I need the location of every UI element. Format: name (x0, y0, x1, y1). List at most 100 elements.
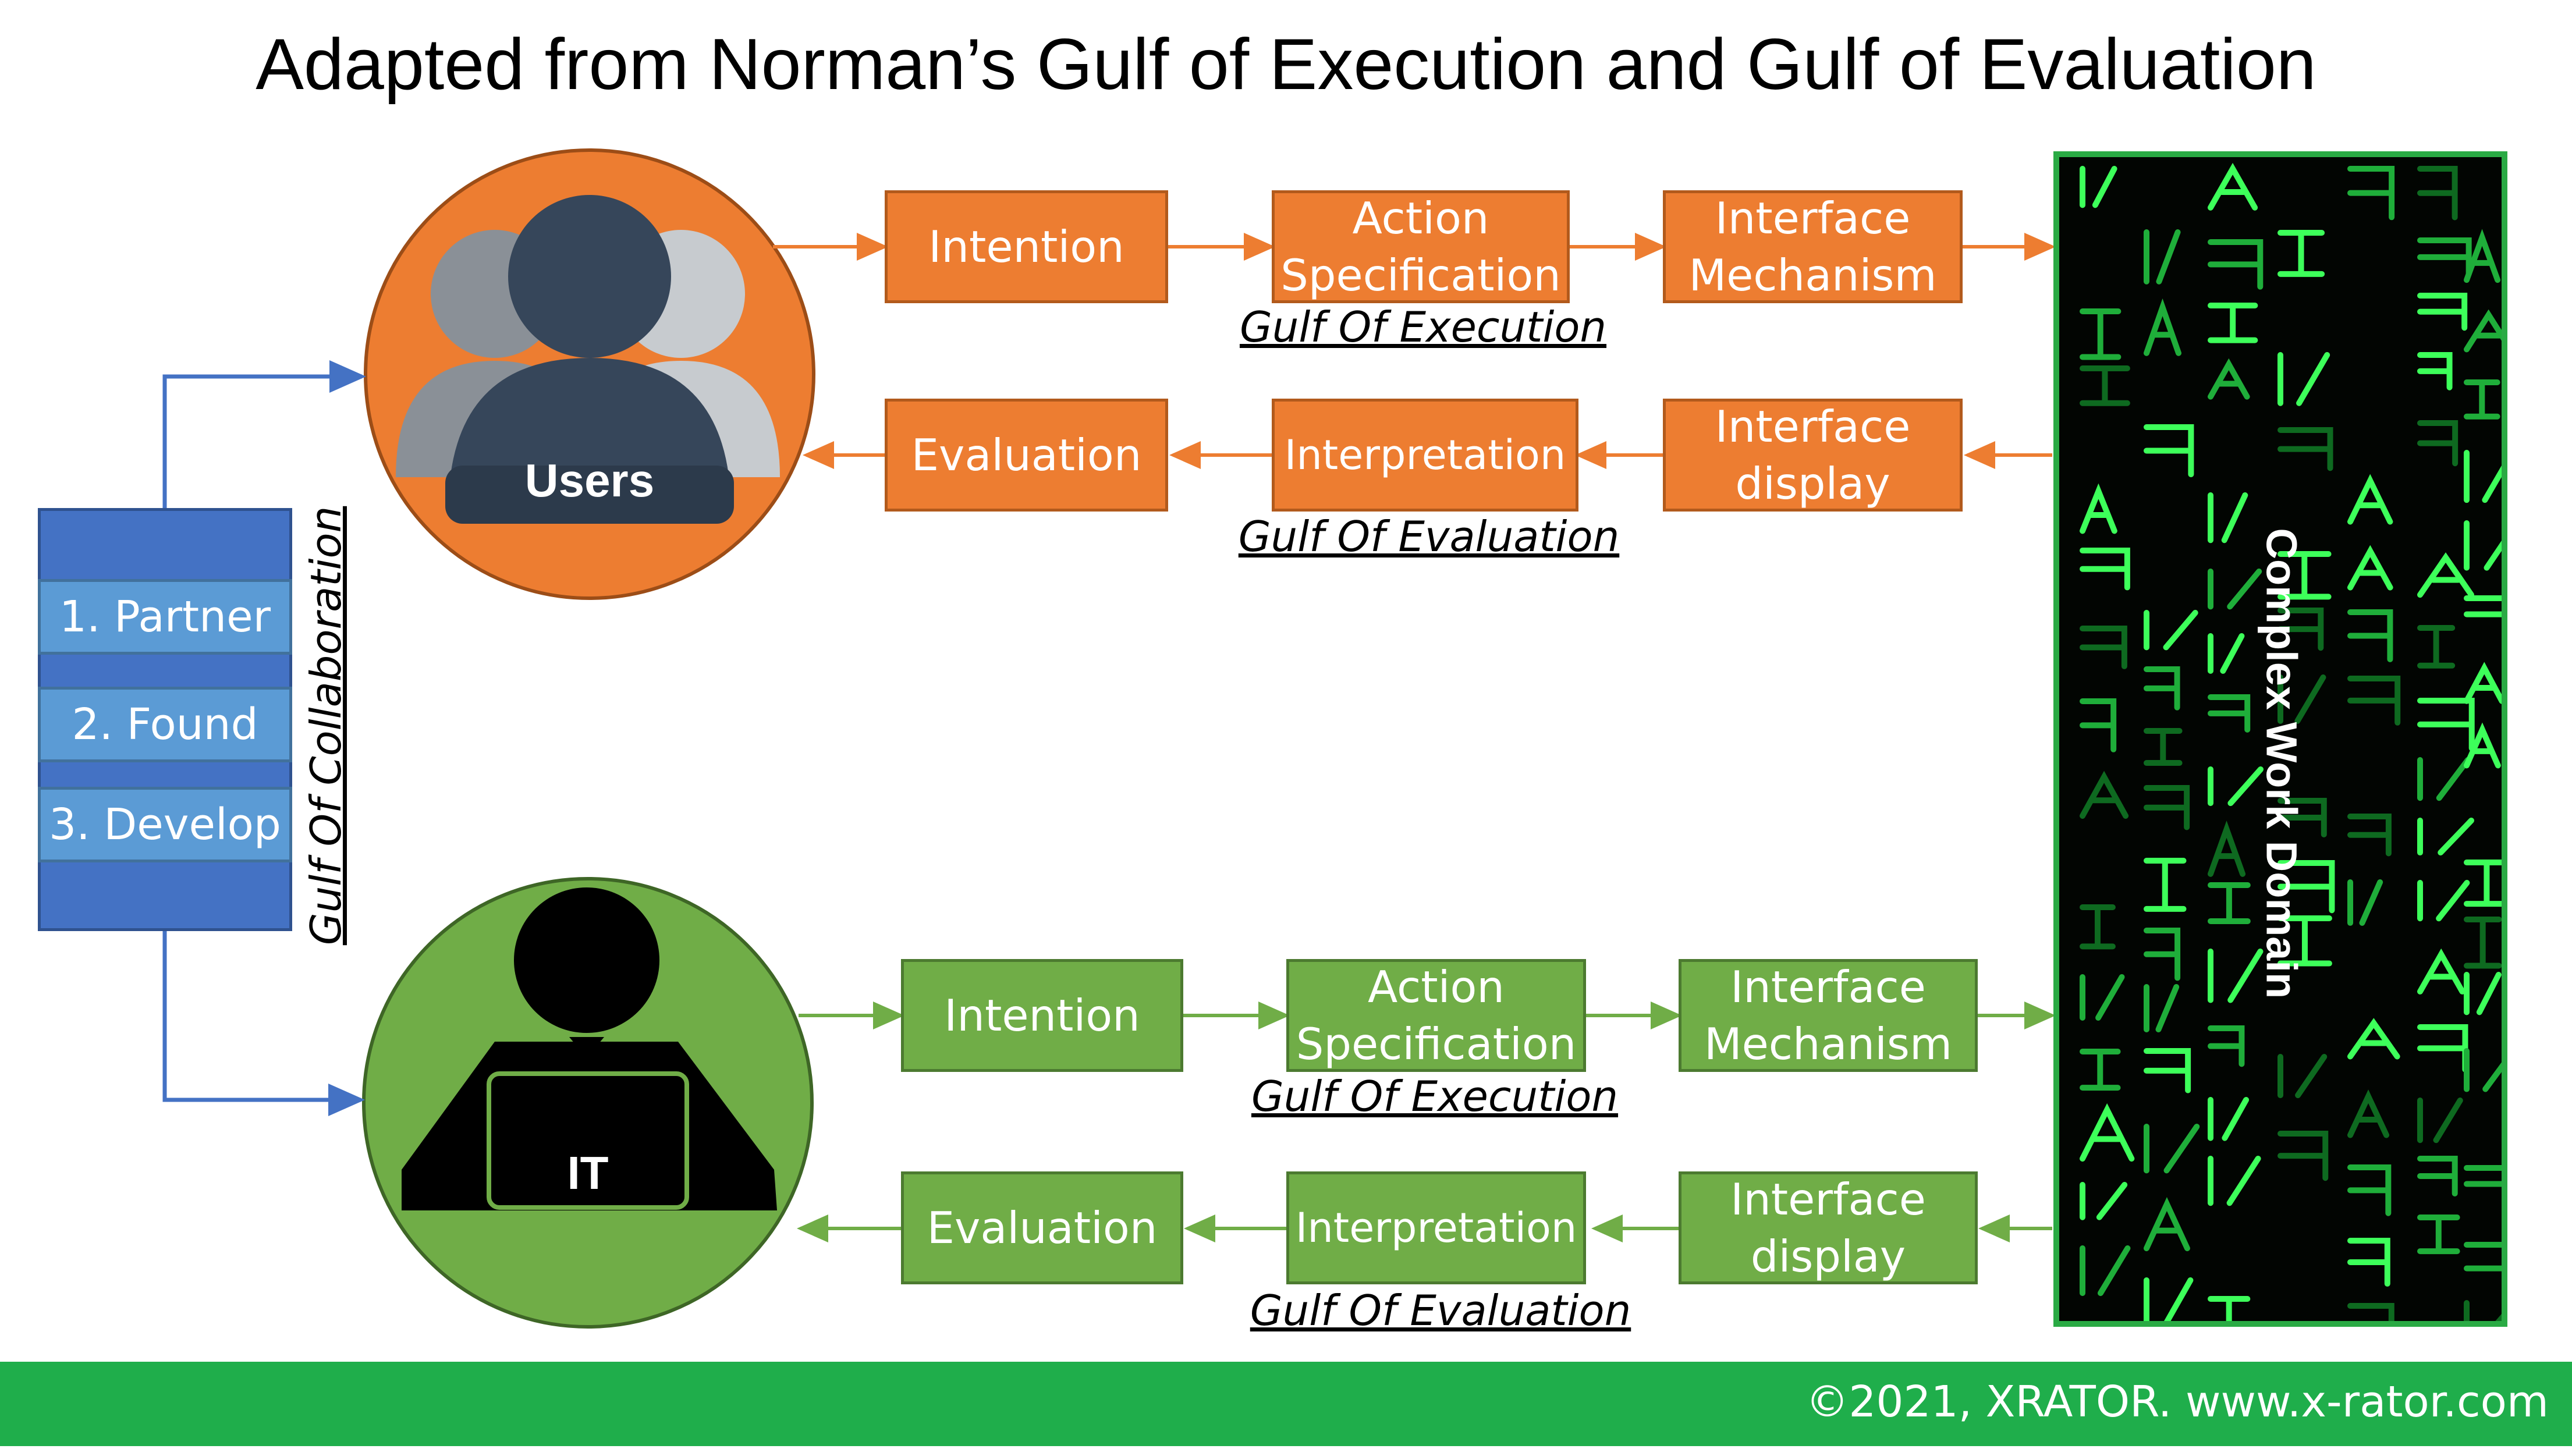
users-action-specification-box: Action Specification (1272, 190, 1570, 303)
matrix-glyph (2417, 420, 2459, 467)
gulf-of-collaboration-label: Gulf Of Collaboration (301, 506, 350, 946)
matrix-glyph (2208, 633, 2245, 674)
matrix-glyph (2277, 427, 2333, 471)
matrix-glyph (2144, 928, 2181, 981)
matrix-glyph (2208, 1156, 2261, 1206)
matrix-glyph (2464, 972, 2502, 1015)
matrix-glyph (2208, 239, 2264, 290)
matrix-rain-graphic (2080, 162, 2502, 1321)
matrix-glyph (2144, 424, 2194, 478)
matrix-glyph (2080, 974, 2125, 1021)
matrix-glyph (2080, 548, 2130, 591)
matrix-glyph (2277, 352, 2330, 406)
complex-work-domain-label: Complex Work Domain (2257, 528, 2306, 999)
matrix-glyph (2417, 948, 2465, 995)
matrix-glyph (2417, 757, 2471, 801)
matrix-glyph (2417, 625, 2456, 669)
footer-copyright: ©2021, XRATOR. www.x-rator.com (1805, 1377, 2549, 1427)
matrix-glyph (2417, 1098, 2463, 1144)
matrix-glyph (2080, 483, 2117, 534)
users-interpretation-box: Interpretation (1272, 399, 1578, 512)
complex-work-domain-panel (2053, 151, 2507, 1327)
matrix-glyph (2464, 520, 2502, 571)
matrix-glyph (2208, 303, 2258, 343)
matrix-glyph (2347, 166, 2395, 221)
matrix-glyph (2144, 666, 2180, 711)
matrix-glyph (2080, 1245, 2131, 1297)
matrix-glyph (2144, 728, 2183, 766)
matrix-glyph (2080, 365, 2130, 406)
matrix-glyph (2347, 814, 2392, 857)
matrix-glyph (2464, 309, 2502, 353)
matrix-glyph (2347, 545, 2393, 591)
matrix-glyph (2144, 1124, 2200, 1174)
matrix-glyph (2347, 879, 2383, 926)
matrix-glyph (2464, 1300, 2502, 1321)
users-circle (364, 148, 815, 600)
matrix-glyph (2144, 229, 2181, 285)
users-label: Users (524, 454, 655, 506)
users-gulf-of-execution: Gulf Of Execution (1239, 303, 1607, 351)
it-label: IT (567, 1147, 609, 1199)
matrix-glyph (2464, 722, 2501, 769)
it-action-specification-box: Action Specification (1286, 959, 1586, 1072)
matrix-glyph (2347, 1164, 2392, 1216)
matrix-glyph (2277, 798, 2327, 837)
matrix-glyph (2277, 1131, 2329, 1181)
matrix-glyph (2277, 674, 2326, 724)
users-interface-mechanism-box: Interface Mechanism (1663, 190, 1963, 303)
matrix-glyph (2277, 915, 2332, 967)
matrix-glyph (2347, 1018, 2400, 1060)
matrix-glyph (2144, 1197, 2190, 1252)
users-interface-display-box: Interface display (1663, 399, 1963, 512)
matrix-glyph (2464, 860, 2502, 907)
matrix-glyph (2464, 450, 2502, 503)
matrix-glyph (2417, 818, 2474, 856)
matrix-glyph (2417, 352, 2453, 390)
it-interpretation-box: Interpretation (1286, 1171, 1586, 1284)
matrix-glyph (2208, 1097, 2250, 1141)
matrix-glyph (2144, 858, 2187, 912)
matrix-glyph (2464, 1048, 2502, 1092)
matrix-glyph (2417, 880, 2470, 922)
matrix-glyph (2417, 293, 2468, 331)
users-gulf-of-evaluation: Gulf Of Evaluation (1238, 512, 1620, 561)
it-circle (362, 877, 814, 1329)
matrix-glyph (2417, 166, 2458, 221)
matrix-glyph (2277, 230, 2325, 277)
matrix-glyph (2208, 1025, 2245, 1067)
matrix-glyph (2464, 595, 2502, 617)
matrix-glyph (2208, 492, 2248, 544)
it-intention-box: Intention (901, 959, 1183, 1072)
matrix-glyph (2208, 821, 2246, 877)
matrix-glyph (2347, 1089, 2390, 1138)
matrix-glyph (2347, 1303, 2394, 1321)
users-intention-box: Intention (885, 190, 1168, 303)
matrix-glyph (2080, 308, 2122, 360)
matrix-glyph (2464, 1242, 2502, 1272)
matrix-glyph (2080, 626, 2127, 669)
it-gulf-of-evaluation: Gulf Of Evaluation (1250, 1286, 1631, 1335)
matrix-glyph (2464, 379, 2500, 420)
matrix-glyph (2347, 609, 2393, 662)
matrix-glyph (2080, 770, 2129, 819)
matrix-glyph (2208, 949, 2264, 1003)
matrix-glyph (2144, 984, 2180, 1033)
matrix-glyph (2208, 358, 2250, 400)
matrix-glyph (2144, 1277, 2194, 1321)
matrix-glyph (2417, 1156, 2458, 1196)
matrix-glyph (2080, 166, 2117, 208)
stack-step-develop: 3. Develop (38, 787, 292, 862)
matrix-glyph (2464, 662, 2502, 704)
matrix-glyph (2080, 1049, 2121, 1091)
stack-step-partner: 1. Partner (38, 579, 292, 655)
matrix-glyph (2144, 298, 2182, 356)
matrix-glyph (2208, 162, 2258, 211)
matrix-glyph (2208, 694, 2251, 733)
it-interface-display-box: Interface display (1679, 1171, 1978, 1284)
matrix-glyph (2277, 608, 2324, 651)
matrix-glyph (2464, 229, 2501, 283)
matrix-glyph (2080, 1103, 2135, 1162)
it-gulf-of-execution: Gulf Of Execution (1251, 1072, 1619, 1121)
matrix-glyph (2417, 237, 2472, 277)
